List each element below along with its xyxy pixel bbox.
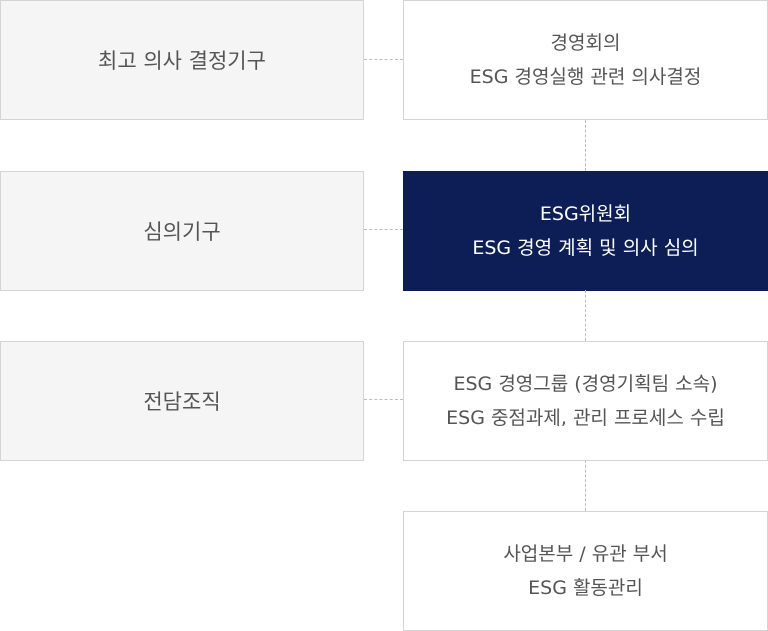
connector-horizontal (364, 229, 403, 230)
org-box-business-divisions: 사업본부 / 유관 부서 ESG 활동관리 (403, 511, 768, 631)
level-label: 최고 의사 결정기구 (98, 49, 266, 73)
level-label: 심의기구 (143, 220, 221, 244)
org-description: ESG 중점과제, 관리 프로세스 수립 (446, 407, 725, 429)
connector-horizontal (364, 399, 403, 400)
connector-vertical (585, 290, 586, 341)
org-box-management-meeting: 경영회의 ESG 경영실행 관련 의사결정 (403, 0, 768, 120)
connector-vertical (585, 460, 586, 511)
org-description: ESG 활동관리 (528, 577, 643, 599)
org-title: 사업본부 / 유관 부서 (503, 543, 668, 565)
org-title: ESG위원회 (539, 203, 632, 225)
governance-level-top-decision-body: 최고 의사 결정기구 (0, 0, 364, 120)
level-label: 전담조직 (143, 390, 221, 414)
org-title: 경영회의 (550, 32, 621, 54)
org-box-esg-committee: ESG위원회 ESG 경영 계획 및 의사 심의 (403, 171, 768, 291)
org-description: ESG 경영실행 관련 의사결정 (469, 66, 702, 88)
org-box-esg-management-group: ESG 경영그룹 (경영기획팀 소속) ESG 중점과제, 관리 프로세스 수립 (403, 341, 768, 461)
governance-level-review-body: 심의기구 (0, 171, 364, 291)
org-description: ESG 경영 계획 및 의사 심의 (472, 237, 699, 259)
governance-level-dedicated-org: 전담조직 (0, 341, 364, 461)
org-title: ESG 경영그룹 (경영기획팀 소속) (453, 373, 718, 395)
connector-vertical (585, 120, 586, 171)
connector-horizontal (364, 59, 403, 60)
